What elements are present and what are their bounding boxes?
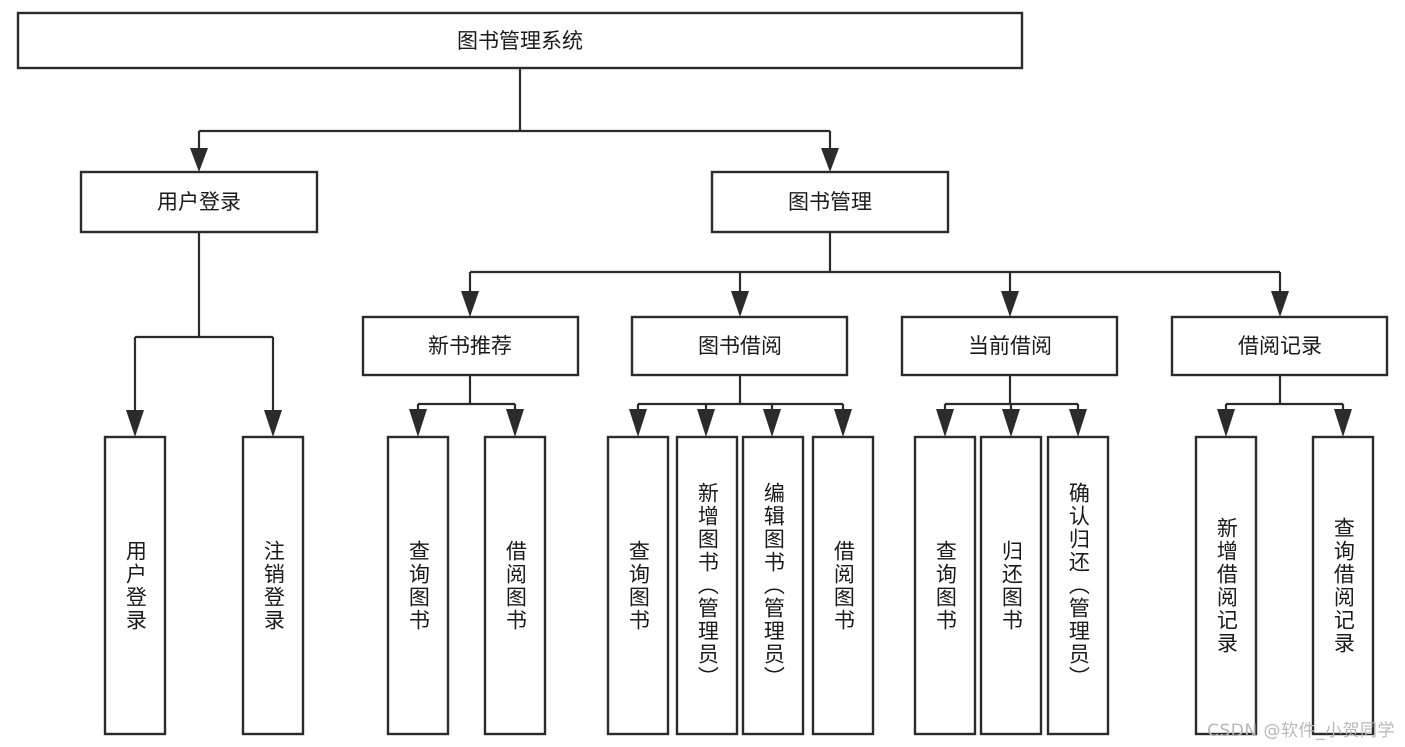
arrow-currentborrow-leaf-2 bbox=[1002, 409, 1020, 437]
arrow-bookborrow-leaf-4 bbox=[834, 409, 852, 437]
node-current-borrow-box[interactable] bbox=[900, 315, 1119, 377]
arrow-to-current-borrow bbox=[1001, 291, 1019, 317]
leaf-book-borrow-2-box[interactable] bbox=[675, 435, 739, 736]
leaf-user-login-1-text-area: 用户登录 bbox=[123, 539, 148, 632]
node-root[interactable]: 图书管理系统 bbox=[16, 11, 1024, 70]
leaf-new-book-2[interactable]: 借阅图书 bbox=[483, 435, 547, 736]
leaf-user-login-2-box[interactable] bbox=[241, 435, 305, 736]
leaf-current-borrow-2-box[interactable] bbox=[979, 435, 1043, 736]
leaf-borrow-record-1-box[interactable] bbox=[1194, 435, 1258, 736]
arrow-to-new-book bbox=[461, 291, 479, 317]
leaf-current-borrow-1-box[interactable] bbox=[913, 435, 977, 736]
node-book-borrow-label: 图书借阅 bbox=[698, 334, 782, 358]
node-book-borrow-box[interactable] bbox=[630, 315, 849, 377]
leaf-user-login-2-text-area: 注销登录 bbox=[261, 539, 286, 632]
leaf-new-book-1-text-area: 查询图书 bbox=[406, 539, 431, 632]
arrow-borrowrecord-leaf-1 bbox=[1217, 409, 1235, 437]
leaf-book-borrow-4-text-area: 借阅图书 bbox=[831, 539, 856, 632]
leaf-user-login-1-box[interactable] bbox=[103, 435, 167, 736]
arrow-userlogin-leaf-1 bbox=[126, 410, 144, 437]
leaf-current-borrow-3-label: 确认归还（管理员） bbox=[1066, 482, 1091, 689]
leaf-book-borrow-1-box[interactable] bbox=[606, 435, 670, 736]
leaf-current-borrow-1-text-area: 查询图书 bbox=[933, 539, 958, 632]
node-new-book-recommend[interactable]: 新书推荐 bbox=[361, 315, 580, 377]
leaf-borrow-record-2-label: 查询借阅记录 bbox=[1331, 516, 1356, 655]
leaf-current-borrow-3-box[interactable] bbox=[1046, 435, 1110, 736]
leaf-book-borrow-3-text-area: 编辑图书（管理员） bbox=[761, 482, 786, 689]
leaf-user-login-1[interactable]: 用户登录 bbox=[103, 435, 167, 736]
node-borrow-record[interactable]: 借阅记录 bbox=[1170, 315, 1389, 377]
leaf-borrow-record-2[interactable]: 查询借阅记录 bbox=[1311, 435, 1375, 736]
leaf-new-book-2-label: 借阅图书 bbox=[503, 539, 528, 632]
leaf-user-login-2[interactable]: 注销登录 bbox=[241, 435, 305, 736]
leaf-book-borrow-1[interactable]: 查询图书 bbox=[606, 435, 670, 736]
leaf-borrow-record-1-text-area: 新增借阅记录 bbox=[1214, 516, 1239, 655]
leaf-current-borrow-2[interactable]: 归还图书 bbox=[979, 435, 1043, 736]
leaf-book-borrow-3-box[interactable] bbox=[741, 435, 805, 736]
node-new-book-recommend-box[interactable] bbox=[361, 315, 580, 377]
node-user-login-label: 用户登录 bbox=[157, 190, 241, 214]
arrow-newbook-leaf-1 bbox=[409, 409, 427, 437]
leaf-current-borrow-2-label: 归还图书 bbox=[999, 539, 1024, 632]
leaf-new-book-1-box[interactable] bbox=[386, 435, 450, 736]
arrow-currentborrow-leaf-1 bbox=[936, 409, 954, 437]
node-current-borrow[interactable]: 当前借阅 bbox=[900, 315, 1119, 377]
leaf-book-borrow-4-label: 借阅图书 bbox=[831, 539, 856, 632]
node-new-book-recommend-label: 新书推荐 bbox=[428, 334, 512, 358]
leaf-book-borrow-3[interactable]: 编辑图书（管理员） bbox=[741, 435, 805, 736]
leaf-user-login-2-label: 注销登录 bbox=[261, 539, 286, 632]
arrow-newbook-leaf-2 bbox=[506, 409, 524, 437]
node-root-box[interactable] bbox=[16, 11, 1024, 70]
leaf-new-book-1[interactable]: 查询图书 bbox=[386, 435, 450, 736]
node-borrow-record-label: 借阅记录 bbox=[1238, 334, 1322, 358]
leaf-book-borrow-4[interactable]: 借阅图书 bbox=[811, 435, 875, 736]
leaf-current-borrow-2-text-area: 归还图书 bbox=[999, 539, 1024, 632]
node-current-borrow-label: 当前借阅 bbox=[968, 334, 1052, 358]
leaf-current-borrow-1[interactable]: 查询图书 bbox=[913, 435, 977, 736]
arrow-to-borrow-record bbox=[1271, 291, 1289, 317]
leaf-book-borrow-2-text-area: 新增图书（管理员） bbox=[695, 482, 720, 689]
leaf-book-borrow-2-label: 新增图书（管理员） bbox=[695, 482, 720, 689]
leaf-new-book-2-box[interactable] bbox=[483, 435, 547, 736]
leaf-current-borrow-3-text-area: 确认归还（管理员） bbox=[1066, 482, 1091, 689]
node-book-management[interactable]: 图书管理 bbox=[710, 170, 950, 234]
arrow-bookborrow-leaf-1 bbox=[629, 409, 647, 437]
leaf-new-book-2-text-area: 借阅图书 bbox=[503, 539, 528, 632]
leaf-book-borrow-1-text-area: 查询图书 bbox=[626, 539, 651, 632]
arrow-to-book-borrow bbox=[731, 291, 749, 317]
node-book-management-box[interactable] bbox=[710, 170, 950, 234]
connector-layer bbox=[126, 68, 1352, 437]
node-book-borrow[interactable]: 图书借阅 bbox=[630, 315, 849, 377]
node-user-login[interactable]: 用户登录 bbox=[79, 170, 319, 234]
leaf-borrow-record-2-box[interactable] bbox=[1311, 435, 1375, 736]
arrow-to-user-login bbox=[190, 148, 208, 172]
leaf-new-book-1-label: 查询图书 bbox=[406, 539, 431, 632]
leaf-borrow-record-1-label: 新增借阅记录 bbox=[1214, 516, 1239, 655]
leaf-current-borrow-3[interactable]: 确认归还（管理员） bbox=[1046, 435, 1110, 736]
arrow-bookborrow-leaf-2 bbox=[697, 409, 715, 437]
node-borrow-record-box[interactable] bbox=[1170, 315, 1389, 377]
leaf-borrow-record-1[interactable]: 新增借阅记录 bbox=[1194, 435, 1258, 736]
leaf-user-login-1-label: 用户登录 bbox=[123, 539, 148, 632]
leaf-current-borrow-1-label: 查询图书 bbox=[933, 539, 958, 632]
arrow-to-book-mgmt bbox=[821, 148, 839, 172]
node-root-label: 图书管理系统 bbox=[457, 29, 583, 53]
arrow-borrowrecord-leaf-2 bbox=[1334, 409, 1352, 437]
arrow-currentborrow-leaf-3 bbox=[1069, 409, 1087, 437]
node-user-login-box[interactable] bbox=[79, 170, 319, 234]
leaf-book-borrow-3-label: 编辑图书（管理员） bbox=[761, 482, 786, 689]
leaf-borrow-record-2-text-area: 查询借阅记录 bbox=[1331, 516, 1356, 655]
leaf-book-borrow-4-box[interactable] bbox=[811, 435, 875, 736]
arrow-bookborrow-leaf-3 bbox=[763, 409, 781, 437]
node-book-management-label: 图书管理 bbox=[788, 190, 872, 214]
leaf-book-borrow-2[interactable]: 新增图书（管理员） bbox=[675, 435, 739, 736]
arrow-userlogin-leaf-2 bbox=[264, 410, 282, 437]
leaf-book-borrow-1-label: 查询图书 bbox=[626, 539, 651, 632]
